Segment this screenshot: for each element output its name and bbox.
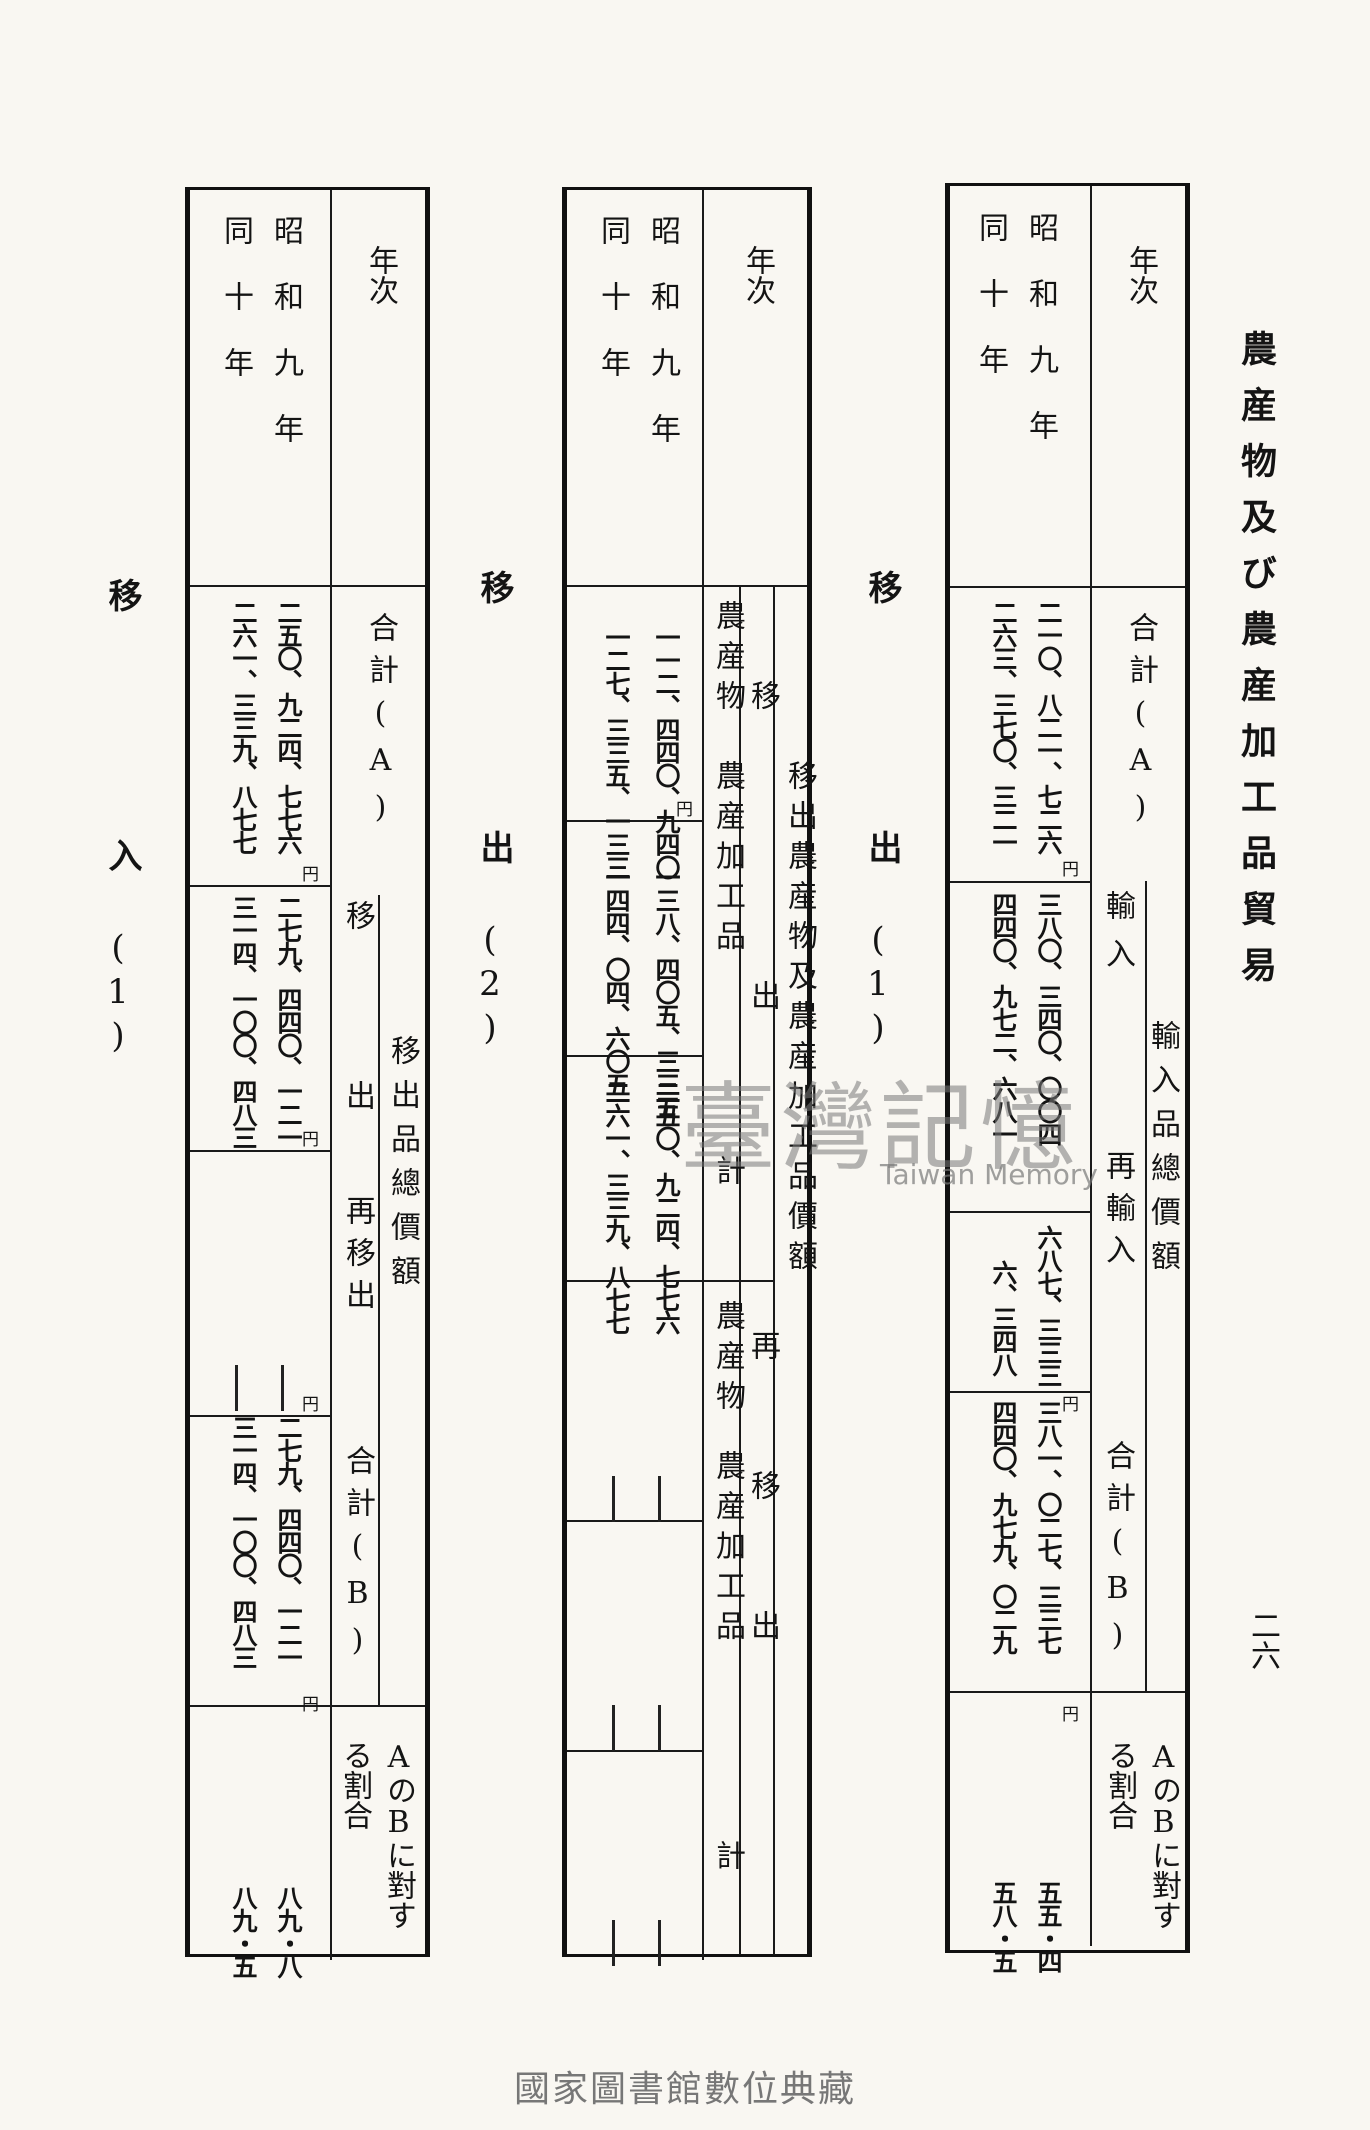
sub-header-export: 移出 [745,680,780,1280]
section-label-right-2: 出 [862,830,902,866]
col-agri-middle-re: 農産物 [710,1300,745,1420]
col-agri-middle: 農産物 [710,600,745,720]
year-1-middle: 昭和九年 [645,215,680,479]
year-1-right: 昭和九年 [1023,212,1058,476]
col-total-a-left: 合計(A) [363,612,398,837]
year-header-middle: 年次 [740,245,775,305]
running-title: 農産物及び農産加工品貿易 [1235,330,1277,1002]
middle-r1-sum-dash [658,1920,661,1966]
middle-r1-agri-dash [658,1476,661,1522]
section-label-right: 移 [862,570,902,606]
col-sum-middle: 計 [710,1155,745,1185]
sub-header-reexport: 再移出 [745,1330,780,1750]
year-2-left: 同十年 [218,215,253,413]
middle-r2-sum: 二六一、三三九、八七七 [602,1080,631,1333]
footer-archive-label: 國家圖書館數位典藏 [513,2069,856,2110]
col-processed-middle-re: 農産加工品 [710,1450,745,1650]
section-label-middle: 移 [474,570,514,606]
col-processed-middle: 農産加工品 [710,760,745,960]
middle-r2-processed: 一四四、〇四、六〇五 [602,865,631,1095]
right-r2-reimport: 六、三四八 [989,1260,1018,1375]
left-r2-total-a: 二六一、三三九、八七七 [229,600,258,853]
col-ratio-left: AのBに對する割合 [337,1740,416,1930]
section-label-left: 移 [102,578,142,614]
middle-r2-sum-dash [612,1920,615,1966]
section-number-left: (1) [98,928,138,1060]
left-r2-sum-b: 三一四、一〇〇、四八三 [229,1415,258,1668]
middle-r2-agri: 一二七、三三五、一三三 [602,625,631,878]
yen-unit: 円 [302,865,319,885]
yen-unit: 円 [302,1395,319,1415]
yen-unit: 円 [1062,1705,1079,1725]
left-r1-export: 二七九、四四〇、一二一 [274,895,303,1148]
year-1-left: 昭和九年 [268,215,303,479]
col-reimport-right: 再輸入 [1100,1150,1135,1276]
col-reexport-left: 再移出 [340,1195,375,1321]
year-header-left: 年次 [363,245,398,305]
watermark-cjk: 臺灣記憶 [680,1072,1080,1184]
group-header-right: 輸入品總價額 [1145,1020,1180,1284]
right-r2-total-a: 二六三、三七〇、三二一 [989,600,1018,853]
right-r2-ratio: 五八・五 [989,1880,1018,1972]
yen-unit: 円 [1062,1395,1079,1415]
year-2-right: 同十年 [973,212,1008,410]
right-r1-reimport: 六八七、三三三 [1034,1225,1063,1386]
right-r1-import: 三八〇、三四〇、〇〇四 [1034,892,1063,1145]
left-r1-reexport-dash [281,1365,284,1411]
col-export-left: 移出 [340,900,375,1260]
left-r1-total-a: 二五〇、九二四、七七六 [274,600,303,853]
table-left [185,187,430,1960]
right-r2-sum-b: 四四〇、九七九、〇二九 [989,1400,1018,1653]
section-label-left-2: 入 [102,838,142,874]
col-sum-b-left: 合計(B) [340,1445,375,1670]
right-r1-total-a: 二一〇、八二一、七二六 [1034,600,1063,853]
right-r1-ratio: 五五・四 [1034,1880,1063,1972]
middle-r1-processed-dash [658,1705,661,1751]
col-import-right: 輸入 [1100,890,1135,986]
yen-unit: 円 [676,800,693,820]
col-total-a-right: 合計(A) [1123,612,1158,837]
col-ratio-right: AのBに對する割合 [1102,1740,1181,1930]
group-header-left: 移出品總價額 [385,1035,420,1299]
left-r2-reexport-dash [235,1365,238,1411]
section-number-right: (1) [858,920,898,1052]
col-sum-middle-re: 計 [710,1840,745,1870]
middle-r1-agri: 一一二、四四〇、九四〇 [652,625,681,878]
right-r1-sum-b: 三八一、〇二七、三三七 [1034,1400,1063,1653]
yen-unit: 円 [302,1695,319,1715]
section-label-middle-2: 出 [474,830,514,866]
yen-unit: 円 [302,1130,319,1150]
table-right [945,183,1190,1953]
middle-r2-processed-dash [612,1705,615,1751]
middle-r1-sum: 二五〇、九二四、七七六 [652,1080,681,1333]
group-header-middle: 移出農産物及農産加工品價額 [782,760,817,1280]
middle-r2-agri-dash [612,1476,615,1522]
yen-unit: 円 [1062,860,1079,880]
page-number: 二六 [1245,1610,1280,1670]
right-r2-import: 四四〇、九七二、六八一 [989,892,1018,1145]
left-r1-sum-b: 二七九、四四〇、一二一 [274,1415,303,1668]
left-r2-ratio: 八九・五 [229,1885,258,1977]
col-sum-b-right: 合計(B) [1100,1440,1135,1665]
watermark-en: Taiwan Memory [880,1158,1098,1191]
section-number-middle: (2) [470,920,510,1052]
table-middle [562,187,812,1960]
year-header-right: 年次 [1123,245,1158,305]
middle-r1-processed: 一三八、四〇五、三三五 [652,865,681,1118]
left-r1-ratio: 八九・八 [274,1885,303,1977]
year-2-middle: 同十年 [595,215,630,413]
watermark-logo: 臺灣記憶 Taiwan Memory [680,1050,1120,1191]
left-r2-export: 三一四、一〇〇、四八三 [229,895,258,1148]
